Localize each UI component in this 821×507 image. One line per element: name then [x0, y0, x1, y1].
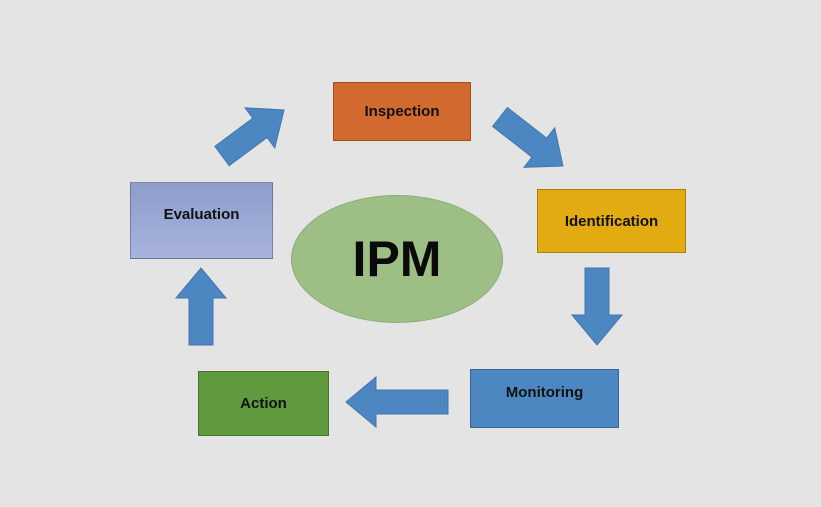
arrow-identification-to-monitoring-icon [570, 267, 624, 346]
arrow-evaluation-to-inspection-icon [214, 107, 285, 167]
arrow-monitoring-to-action-icon [345, 375, 449, 429]
step-evaluation: Evaluation [130, 182, 273, 259]
arrow-action-to-evaluation-icon [174, 267, 228, 346]
step-inspection: Inspection [333, 82, 471, 141]
step-action: Action [198, 371, 329, 436]
step-identification: Identification [537, 189, 686, 253]
arrow-inspection-to-identification-icon [491, 106, 564, 168]
ipm-center-ellipse: IPM [291, 195, 503, 323]
step-monitoring: Monitoring [470, 369, 619, 428]
